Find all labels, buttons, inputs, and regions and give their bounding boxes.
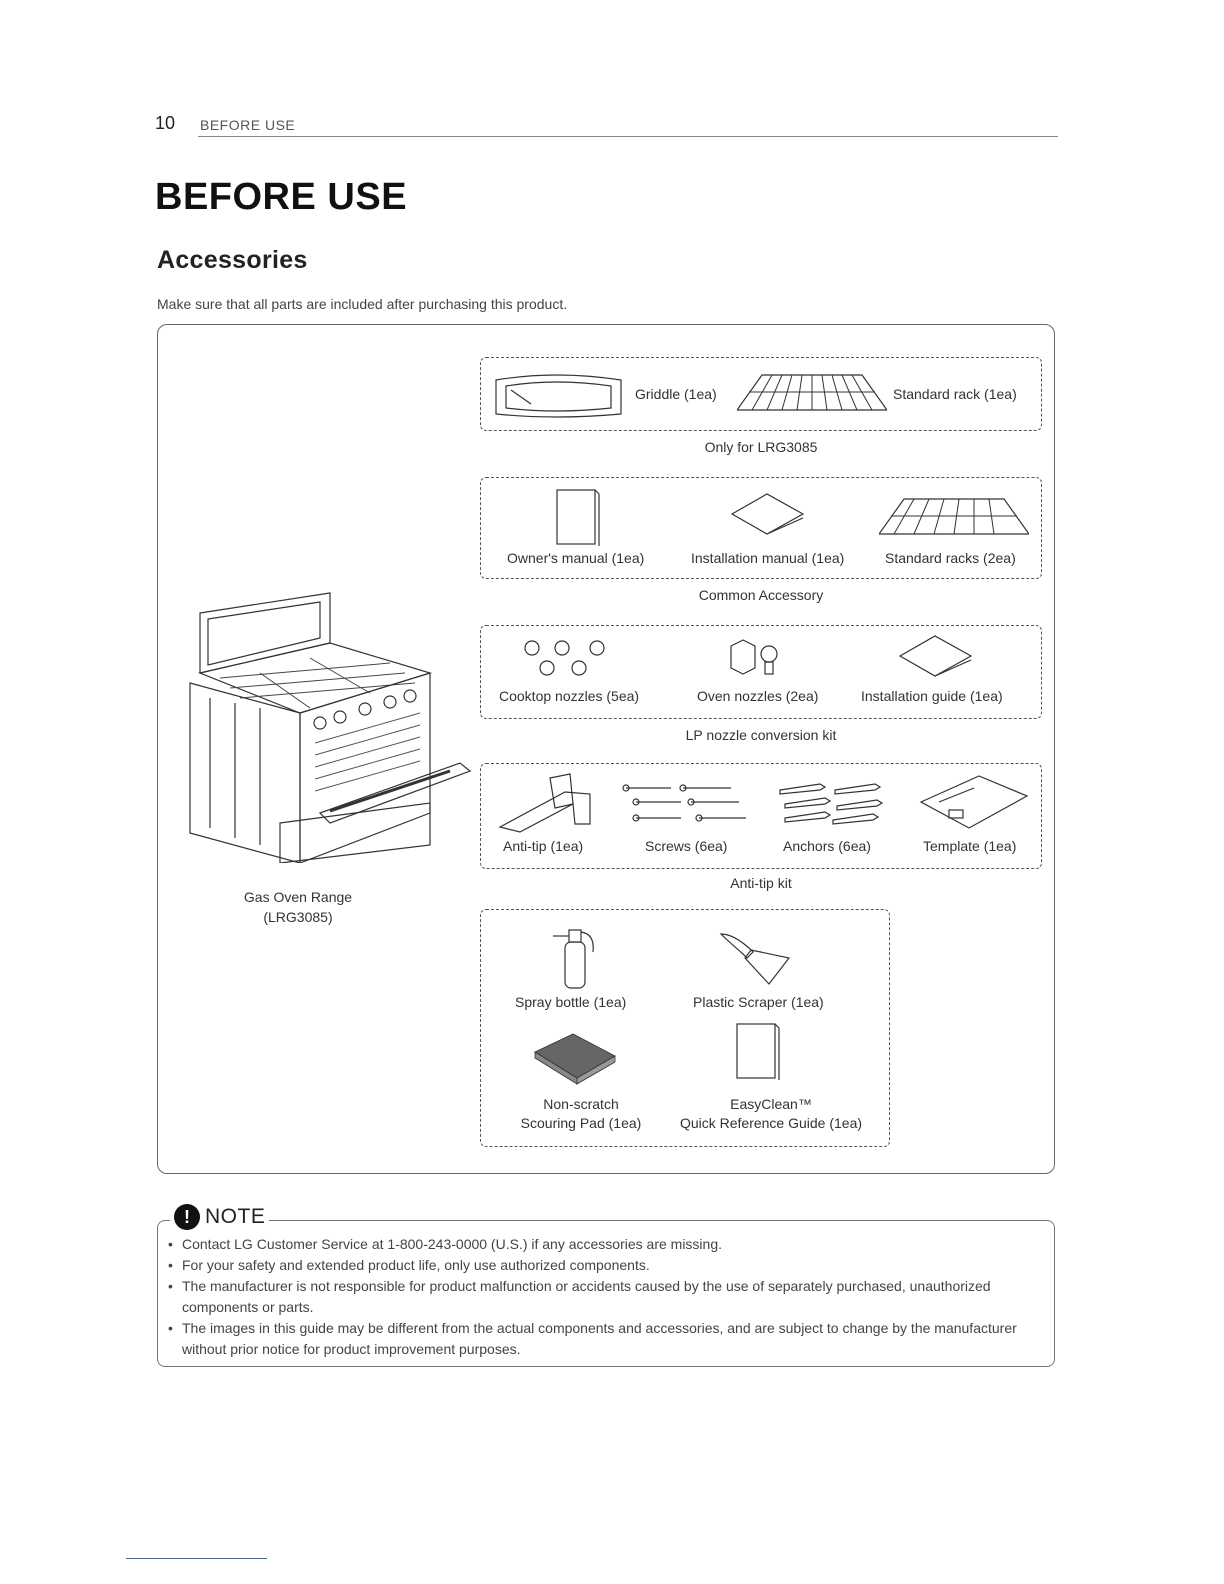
quick-guide-label-2: Quick Reference Guide (1ea) [679,1115,863,1131]
warning-icon: ! [174,1204,200,1230]
owners-manual-label: Owner's manual (1ea) [507,550,645,566]
anti-tip-label: Anti-tip (1ea) [503,838,584,854]
spray-bottle-label: Spray bottle (1ea) [515,994,627,1010]
standard-rack-label: Standard rack (1ea) [893,386,1017,402]
installation-manual-label: Installation manual (1ea) [691,550,845,566]
scouring-pad-label-1: Non-scratch [543,1096,619,1112]
footer-link-line [126,1558,267,1559]
oven-nozzles-label: Oven nozzles (2ea) [697,688,819,704]
scouring-pad-icon [534,1033,616,1085]
lrg3085-group: Griddle (1ea) Standard rack (1ea) [480,357,1042,431]
note-box [157,1220,1055,1367]
lp-group: Cooktop nozzles (5ea) Oven nozzles (2ea)… [480,625,1042,719]
spray-bottle-icon [553,929,594,989]
page-title: BEFORE USE [155,176,408,218]
note-title: NOTE [205,1205,266,1228]
note-list: Contact LG Customer Service at 1-800-243… [168,1234,1038,1360]
screw-icon [622,784,746,822]
quick-guide-label-1: EasyClean™ [730,1096,812,1112]
plastic-scraper-label: Plastic Scraper (1ea) [693,994,824,1010]
oven-range-icon [189,592,472,863]
cleaning-group: Spray bottle (1ea) Plastic Scraper (1ea)… [480,909,890,1147]
range-name: Gas Oven Range [243,889,353,905]
installation-manual-icon [730,493,805,535]
anchor-icon [779,783,884,825]
manual-icon [556,489,600,546]
nozzle-icon [730,639,778,675]
common-group: Owner's manual (1ea) Installation manual… [480,477,1042,579]
scraper-icon [719,933,791,985]
intro-text: Make sure that all parts are included af… [157,296,568,312]
note-header: ! NOTE [170,1204,270,1230]
installation-guide-icon [898,635,973,677]
note-item: Contact LG Customer Service at 1-800-243… [168,1234,1038,1255]
section-header: BEFORE USE [200,117,296,133]
rack-icon [737,374,887,411]
antitip-caption: Anti-tip kit [730,875,792,891]
anchors-label: Anchors (6ea) [783,838,871,854]
note-item: For your safety and extended product lif… [168,1255,1038,1276]
standard-racks-label: Standard racks (2ea) [885,550,1016,566]
installation-guide-label: Installation guide (1ea) [861,688,1003,704]
template-icon [919,775,1029,829]
header-rule [198,136,1058,137]
antitip-group: Anti-tip (1ea) Screws (6ea) Anchors (6ea… [480,763,1042,869]
scouring-pad-label-2: Scouring Pad (1ea) [520,1115,642,1131]
lrg3085-caption: Only for LRG3085 [704,439,818,455]
accessories-panel: Gas Oven Range (LRG3085) Griddle (1ea) S… [157,324,1055,1174]
note-item: The images in this guide may be differen… [168,1318,1038,1360]
griddle-label: Griddle (1ea) [635,386,717,402]
nozzle-icon [524,640,605,676]
template-label: Template (1ea) [923,838,1017,854]
screws-label: Screws (6ea) [645,838,728,854]
cooktop-nozzles-label: Cooktop nozzles (5ea) [499,688,640,704]
quick-reference-guide-icon [736,1023,780,1080]
note-item: The manufacturer is not responsible for … [168,1276,1038,1318]
anti-tip-bracket-icon [498,773,591,833]
section-subtitle: Accessories [157,246,308,274]
range-model: (LRG3085) [263,909,333,925]
griddle-icon [495,374,622,418]
lp-caption: LP nozzle conversion kit [685,727,837,743]
rack-icon [879,498,1029,535]
page-number: 10 [155,113,176,133]
common-caption: Common Accessory [698,587,824,603]
